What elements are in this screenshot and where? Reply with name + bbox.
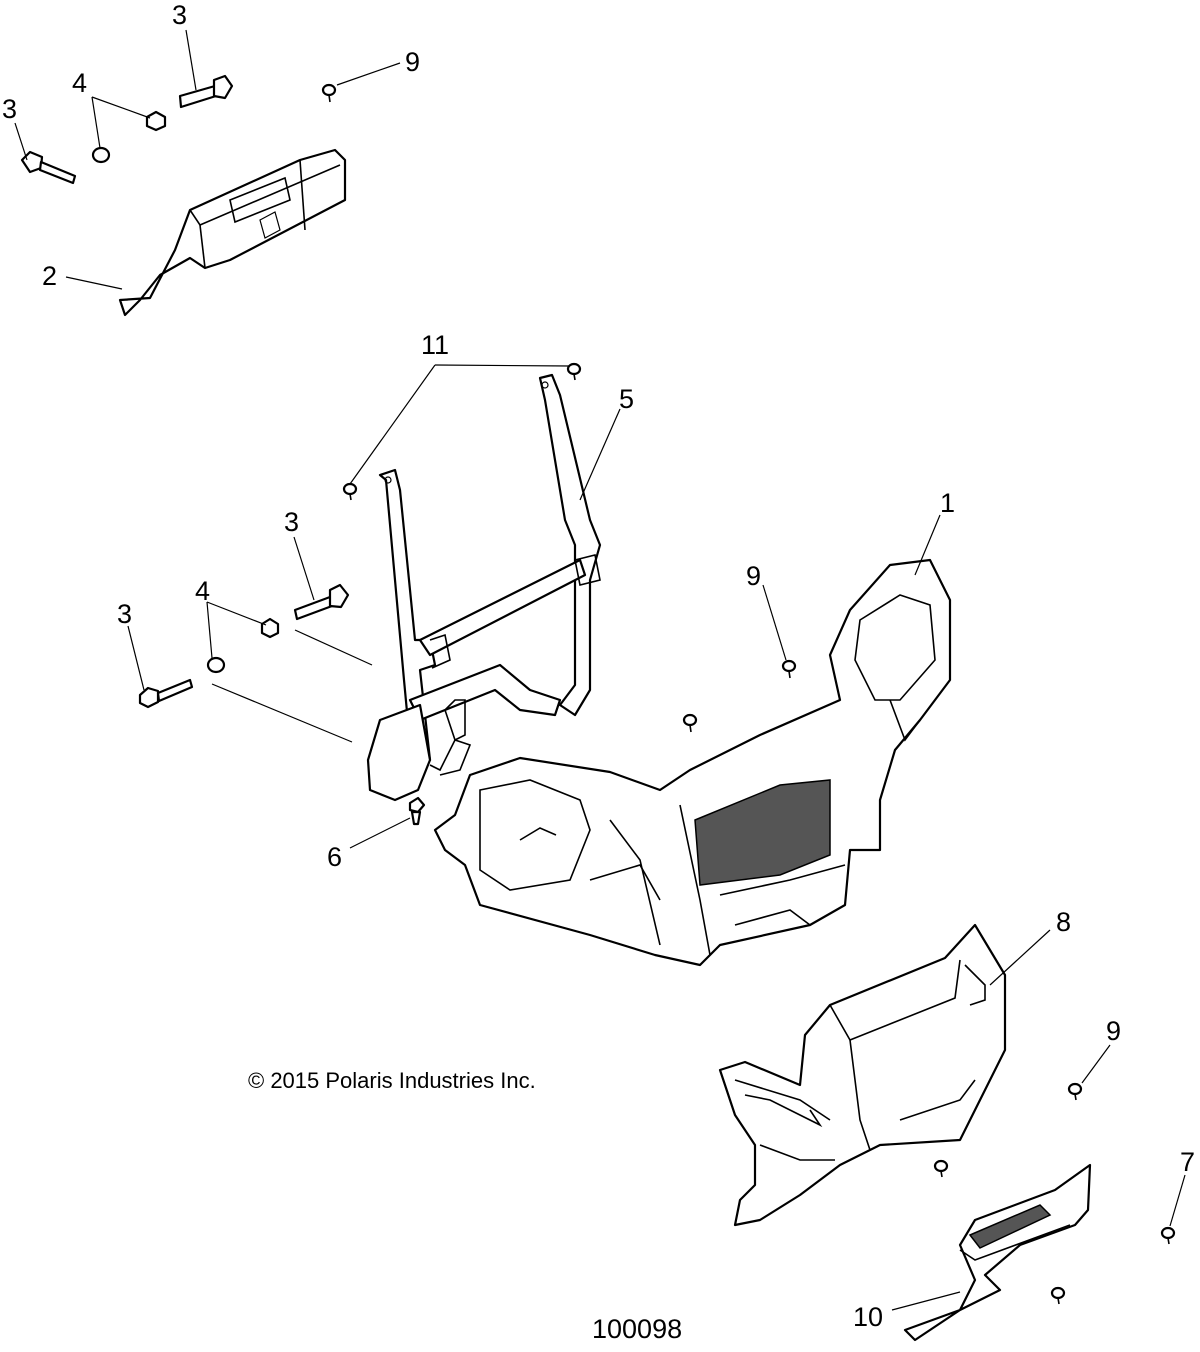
screw-top	[321, 83, 337, 103]
screw-skid-bottom	[1050, 1286, 1066, 1305]
screw-bumper-right	[1067, 1082, 1083, 1101]
skid-plate	[903, 1163, 1092, 1342]
bracket-assembly	[118, 148, 347, 317]
callout-4: 4	[72, 68, 87, 98]
callout-5: 5	[619, 384, 634, 414]
callout-10: 10	[853, 1302, 883, 1332]
bolt-mid-left	[138, 678, 194, 709]
front-fascia	[433, 558, 952, 967]
callout-7: 7	[1180, 1147, 1195, 1177]
bolt-top-center	[178, 74, 234, 109]
callout-6: 6	[327, 842, 342, 872]
bolt-top-left	[20, 150, 77, 185]
copyright-notice: © 2015 Polaris Industries Inc.	[248, 1068, 536, 1093]
callout-1: 1	[940, 488, 955, 518]
callout-9: 9	[1106, 1016, 1121, 1046]
screw-frame-left	[342, 482, 358, 501]
callout-11: 11	[421, 330, 449, 360]
screw-fascia-top	[781, 659, 797, 679]
leader-lines	[14, 29, 1186, 1311]
screw-skid-right	[1160, 1226, 1176, 1245]
callout-2: 2	[42, 261, 57, 291]
front-frame	[366, 373, 602, 802]
screw-frame-right	[566, 362, 582, 381]
callout-3: 3	[117, 599, 132, 629]
washer-top	[91, 146, 111, 164]
nut-mid	[260, 617, 280, 639]
washer-mid	[206, 656, 226, 674]
callout-3: 3	[172, 0, 187, 30]
screw-fascia-left	[682, 713, 698, 733]
callout-9: 9	[746, 561, 761, 591]
callout-3: 3	[284, 507, 299, 537]
callout-9: 9	[405, 47, 420, 77]
screw-bumper-bottom	[933, 1159, 949, 1178]
callout-8: 8	[1056, 907, 1071, 937]
push-rivet	[408, 796, 426, 826]
figure-id: 100098	[592, 1314, 682, 1344]
nut-top	[145, 110, 167, 132]
bolt-mid-center	[293, 583, 350, 621]
callout-3: 3	[2, 94, 17, 124]
callout-4: 4	[195, 576, 210, 606]
lower-bumper	[718, 923, 1007, 1227]
